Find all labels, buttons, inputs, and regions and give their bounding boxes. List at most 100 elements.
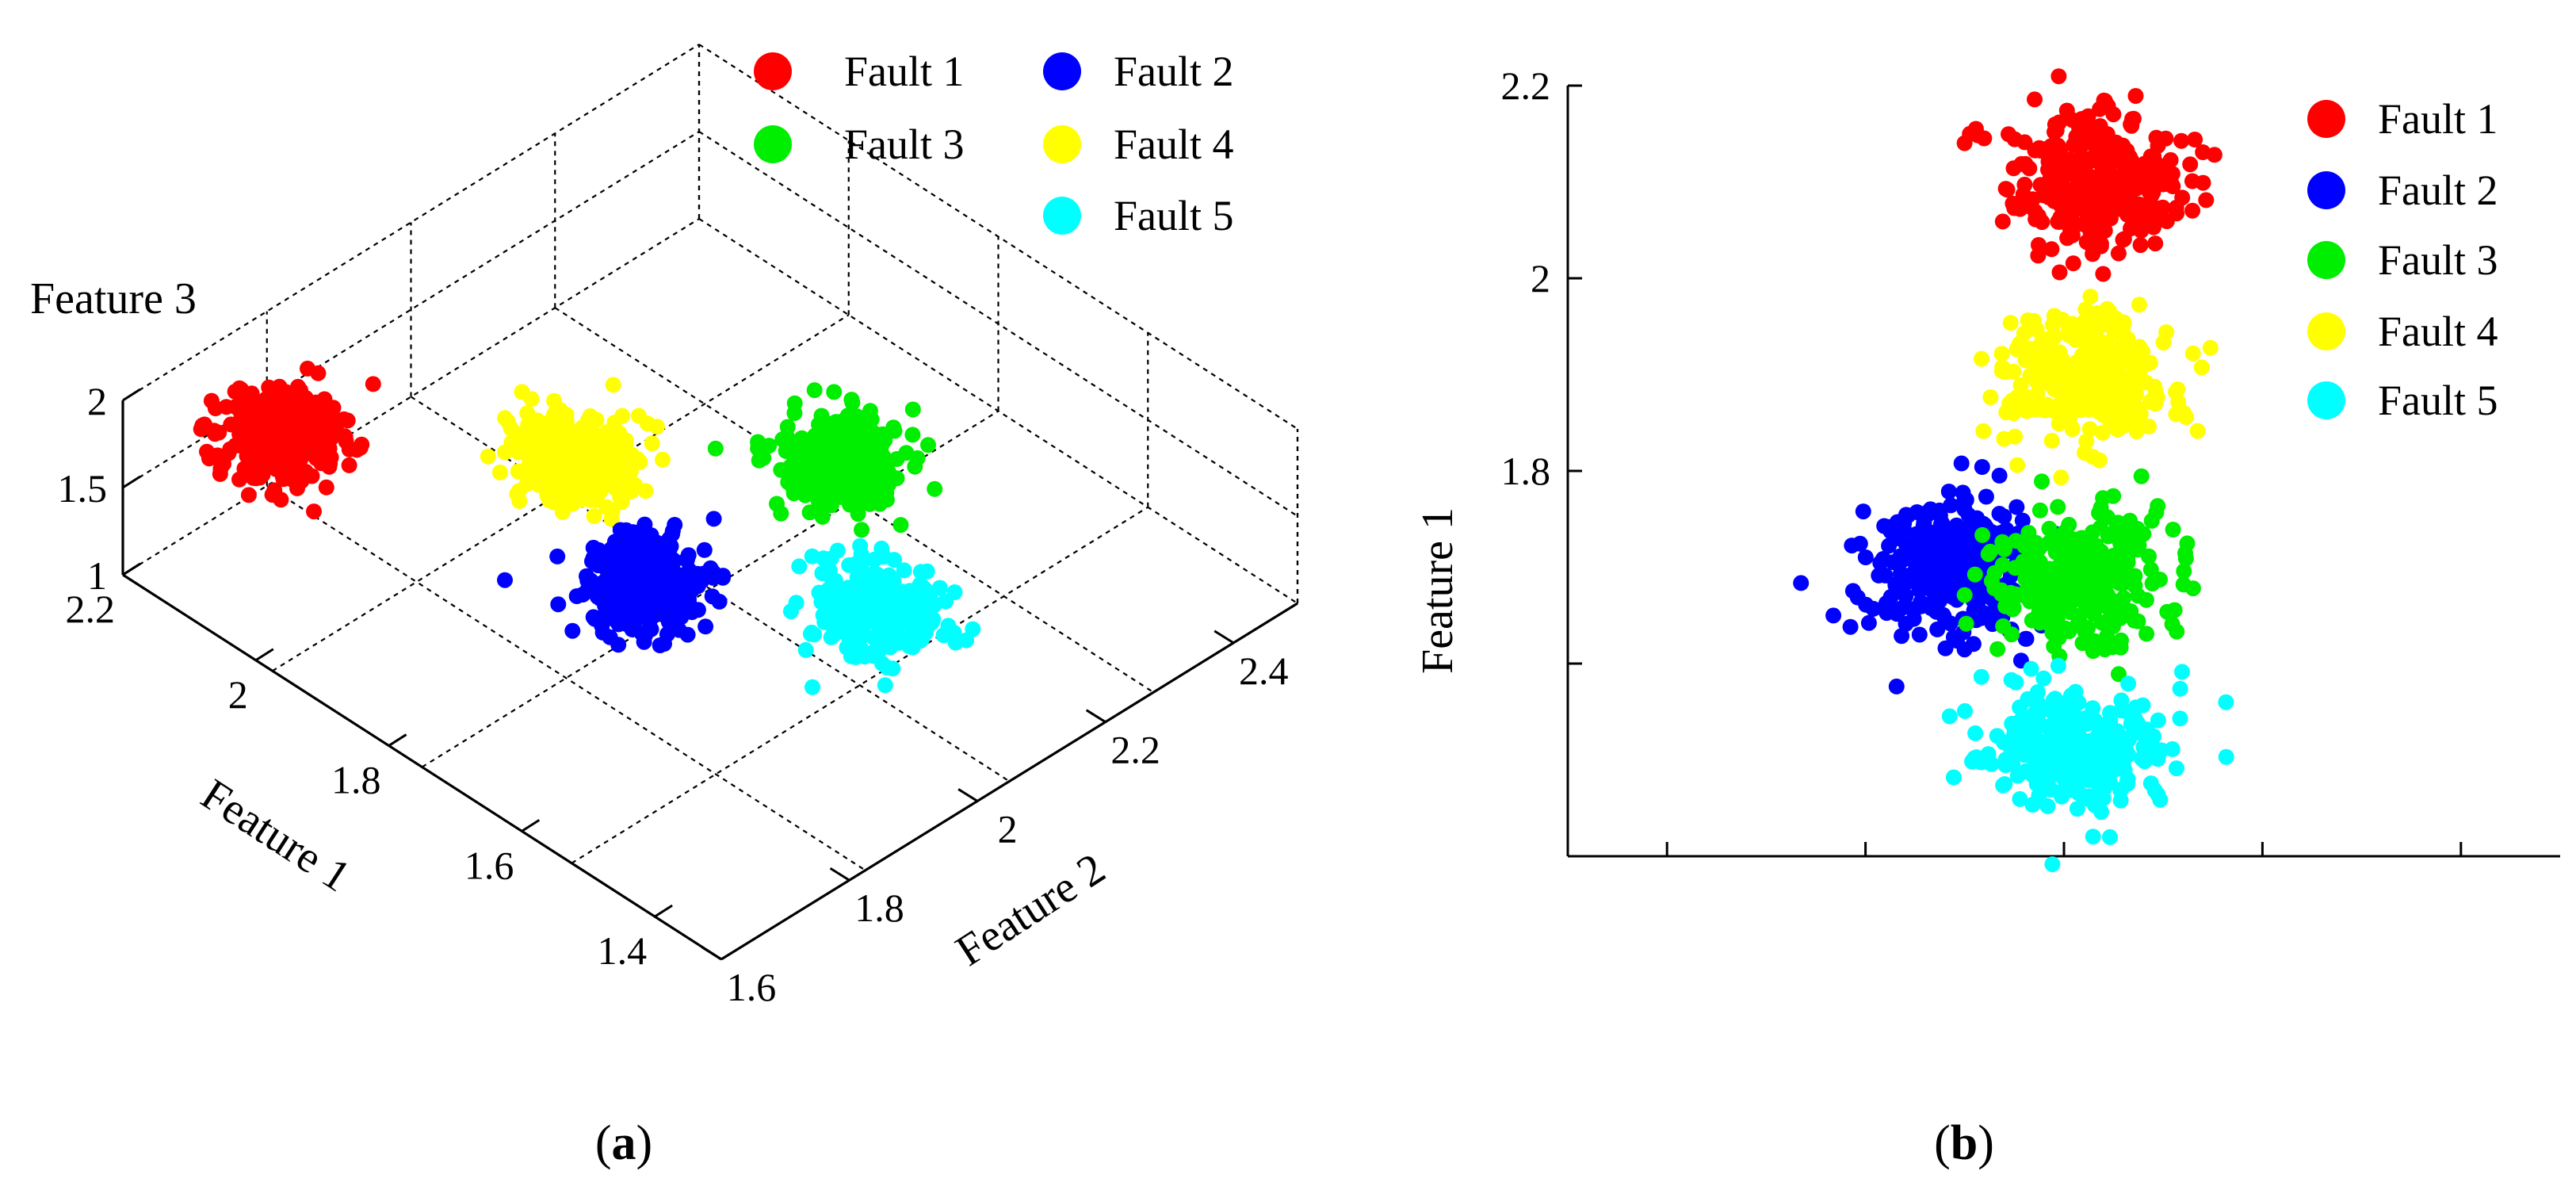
- legend-label: Fault 3: [844, 121, 965, 168]
- legend-marker: [2307, 100, 2345, 138]
- grid-line: [122, 218, 700, 576]
- data-point: [2184, 173, 2200, 189]
- legend-label: Fault 5: [1114, 192, 1234, 239]
- data-point: [850, 604, 867, 621]
- grid-line: [421, 410, 999, 768]
- data-point: [1965, 636, 1982, 652]
- data-point: [2027, 91, 2043, 108]
- data-point: [2007, 428, 2024, 445]
- panel-a-zlabel: Feature 3: [30, 274, 197, 323]
- data-point: [707, 440, 724, 457]
- data-point: [826, 384, 843, 400]
- data-point: [529, 412, 545, 429]
- data-point: [2045, 370, 2062, 387]
- data-point: [264, 487, 281, 503]
- panel-b-ylabel: Feature 1: [1413, 507, 1462, 674]
- legend-marker: [1043, 125, 1081, 163]
- data-point: [598, 499, 615, 515]
- data-point: [2114, 521, 2131, 538]
- data-point: [892, 517, 909, 534]
- data-point: [2173, 132, 2190, 149]
- data-point: [655, 602, 672, 618]
- data-point: [240, 487, 257, 503]
- data-point: [1940, 484, 1957, 499]
- data-point: [336, 411, 352, 427]
- data-point: [2086, 633, 2103, 649]
- data-point: [609, 445, 625, 461]
- data-point: [264, 430, 280, 447]
- data-point: [2081, 421, 2098, 438]
- data-point: [1957, 702, 1973, 719]
- data-point: [2077, 325, 2093, 341]
- data-point: [2096, 92, 2112, 109]
- data-point: [2043, 573, 2060, 590]
- data-point: [1972, 586, 1989, 603]
- data-point: [2017, 763, 2034, 779]
- data-point: [2050, 415, 2067, 432]
- legend-marker: [2307, 312, 2345, 350]
- data-point: [2030, 247, 2047, 264]
- data-point: [2017, 352, 2034, 369]
- data-point: [2051, 114, 2067, 131]
- data-point: [912, 564, 929, 580]
- data-point: [893, 606, 910, 622]
- y-tick-label: 2: [998, 806, 1018, 851]
- data-point: [2020, 525, 2037, 541]
- data-point: [640, 578, 657, 595]
- data-point: [252, 469, 268, 486]
- data-point: [863, 450, 880, 467]
- panel-a-tick-labels: 2.221.81.61.41.61.822.22.411.52: [58, 379, 1289, 1009]
- data-point: [480, 448, 496, 465]
- data-point: [2118, 537, 2135, 553]
- y-tick: [957, 788, 978, 802]
- data-point: [802, 626, 819, 642]
- data-point: [2065, 255, 2081, 272]
- data-point: [896, 592, 912, 609]
- data-point: [2164, 616, 2180, 633]
- data-point: [1991, 506, 2008, 522]
- data-point: [2053, 469, 2070, 486]
- data-point: [630, 408, 647, 424]
- data-point: [2036, 402, 2053, 419]
- data-point: [834, 425, 850, 442]
- data-point: [2061, 327, 2077, 343]
- data-point: [876, 549, 892, 565]
- data-point: [1857, 549, 1874, 565]
- data-point: [806, 382, 823, 399]
- data-point: [1989, 641, 2006, 657]
- data-point: [1844, 583, 1861, 599]
- data-point: [823, 616, 839, 633]
- legend-marker: [2307, 381, 2345, 419]
- data-point: [2082, 289, 2099, 305]
- data-point: [2105, 106, 2122, 123]
- y-tick: [1085, 709, 1106, 723]
- data-point: [1941, 708, 1958, 725]
- series-fault-3: [1956, 468, 2201, 683]
- legend-label: Fault 2: [1114, 48, 1234, 95]
- data-point: [2055, 782, 2072, 798]
- data-point: [2147, 235, 2164, 252]
- grid-line: [272, 314, 850, 672]
- x-tick: [388, 733, 407, 747]
- data-point: [571, 454, 588, 471]
- data-point: [2172, 710, 2188, 727]
- data-point: [550, 596, 567, 613]
- data-point: [2131, 297, 2147, 313]
- data-point: [1976, 130, 1993, 147]
- data-point: [2157, 130, 2174, 147]
- data-point: [2087, 797, 2104, 813]
- data-point: [2198, 192, 2215, 209]
- data-point: [2187, 132, 2203, 147]
- grid-line: [266, 484, 866, 871]
- data-point: [761, 438, 778, 454]
- data-point: [2175, 576, 2192, 593]
- data-point: [550, 453, 567, 469]
- data-point: [1956, 135, 1973, 151]
- data-point: [2005, 756, 2021, 773]
- data-point: [2041, 147, 2058, 163]
- data-point: [2070, 173, 2086, 189]
- data-point: [2176, 563, 2192, 580]
- data-point: [788, 595, 805, 611]
